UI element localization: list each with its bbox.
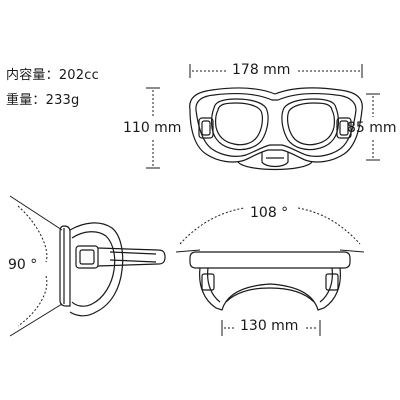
dim-height-total-label: 110 mm (123, 120, 182, 136)
dim-side-angle-label: 90 ° (8, 257, 38, 273)
spec-volume: 内容量：202cc (6, 64, 99, 83)
dim-strap-width-line (221, 320, 321, 336)
spec-weight-sep: ： (32, 93, 46, 108)
dim-view-angle-arc (175, 207, 365, 253)
top-view-mask (189, 251, 351, 311)
spec-weight: 重量：233g (6, 89, 79, 108)
front-view-mask (189, 87, 363, 171)
spec-volume-sep: ： (45, 68, 59, 83)
dim-view-angle-label: 108 ° (250, 205, 289, 221)
spec-weight-label: 重量 (6, 93, 33, 108)
dim-width-label: 178 mm (232, 62, 291, 78)
spec-weight-value: 233g (45, 93, 80, 108)
spec-volume-value: 202cc (58, 68, 99, 83)
dim-strap-width-label: 130 mm (240, 318, 299, 334)
dim-side-angle-arc (9, 195, 63, 337)
dim-height-lens-line (366, 93, 380, 161)
spec-volume-label: 内容量 (6, 68, 46, 83)
dim-width-line (189, 64, 363, 78)
side-view-mask (59, 222, 166, 317)
dim-height-total-line (146, 87, 160, 169)
